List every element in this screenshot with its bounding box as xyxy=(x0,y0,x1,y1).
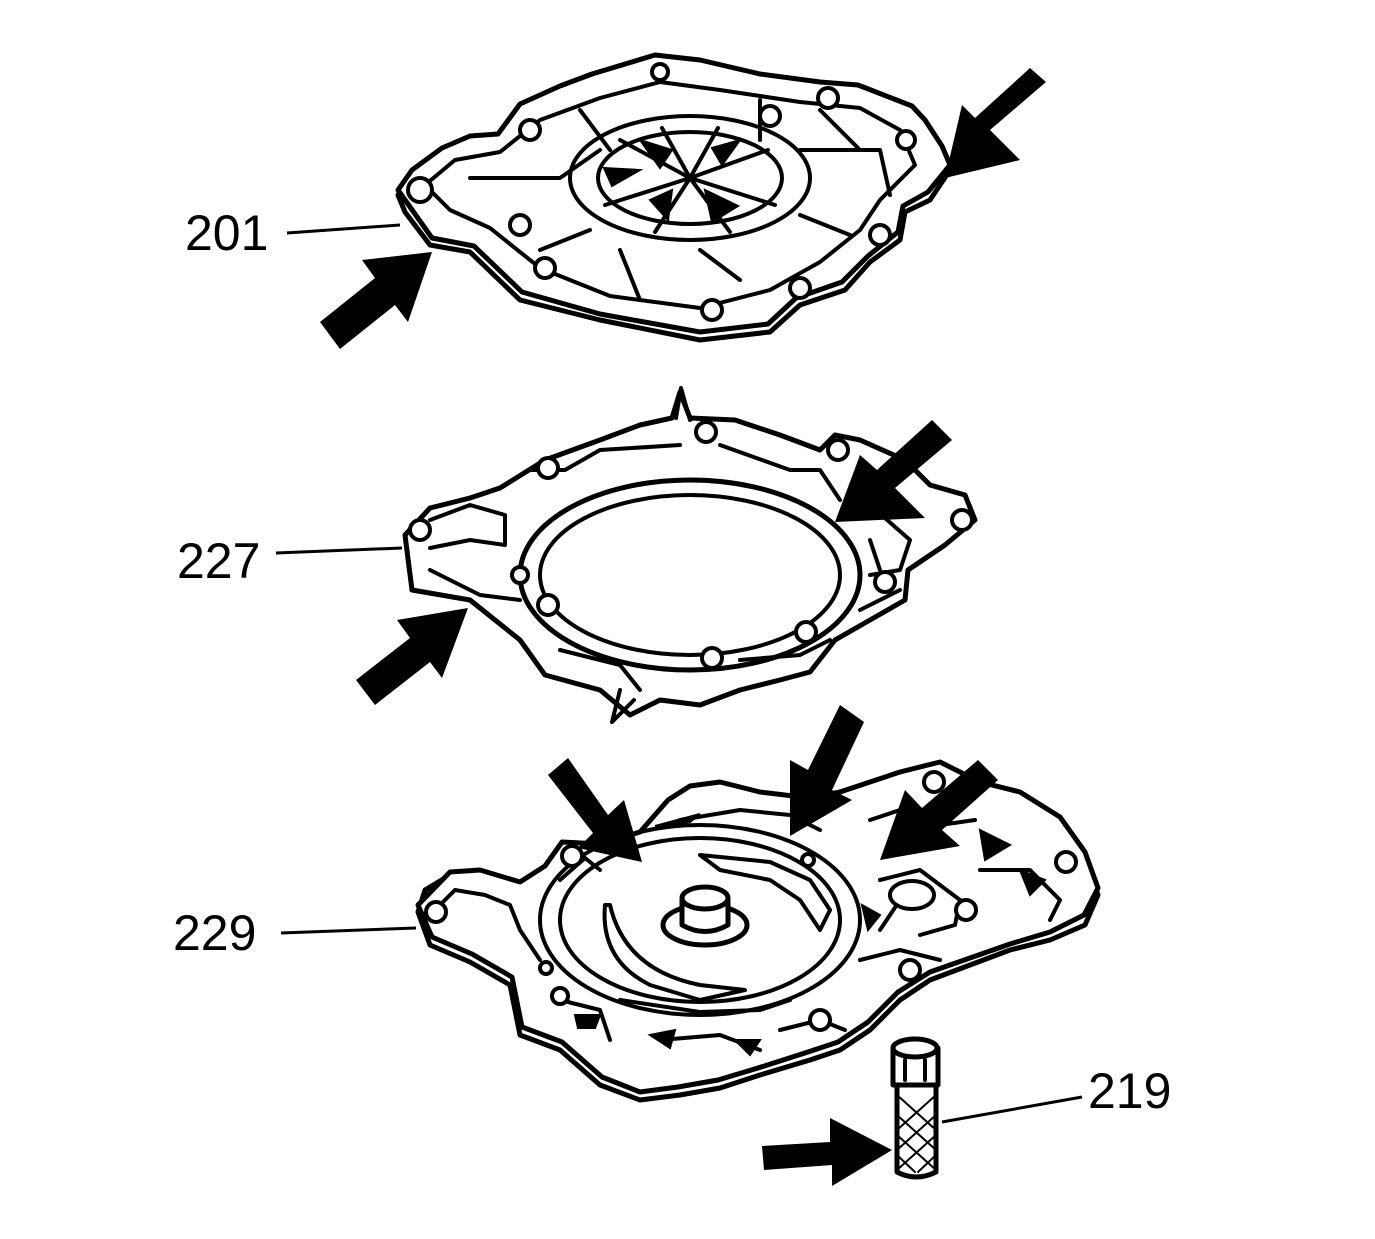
part-219-filter xyxy=(890,1036,941,1180)
part-201-cover xyxy=(395,52,953,343)
leader-201 xyxy=(286,223,401,235)
arrow-229-right xyxy=(880,760,998,860)
leader-227 xyxy=(275,546,403,555)
arrow-219 xyxy=(762,1118,892,1186)
callout-229: 229 xyxy=(173,905,256,961)
callouts: 201 227 229 219 xyxy=(173,205,1171,1124)
part-229-pump-body xyxy=(415,759,1101,1103)
arrow-201-left xyxy=(320,252,432,349)
arrow-229-left xyxy=(548,758,642,862)
leader-229 xyxy=(280,926,417,935)
arrow-227-left xyxy=(356,608,468,705)
arrow-229-middle xyxy=(790,705,864,836)
callout-227: 227 xyxy=(177,533,260,589)
arrow-201-right xyxy=(945,68,1046,178)
indicator-arrows xyxy=(320,68,1046,1186)
arrow-227-right xyxy=(835,420,952,522)
callout-219: 219 xyxy=(1088,1063,1171,1119)
part-227-spacer xyxy=(402,386,978,724)
leader-219 xyxy=(941,1095,1083,1124)
callout-201: 201 xyxy=(185,205,268,261)
